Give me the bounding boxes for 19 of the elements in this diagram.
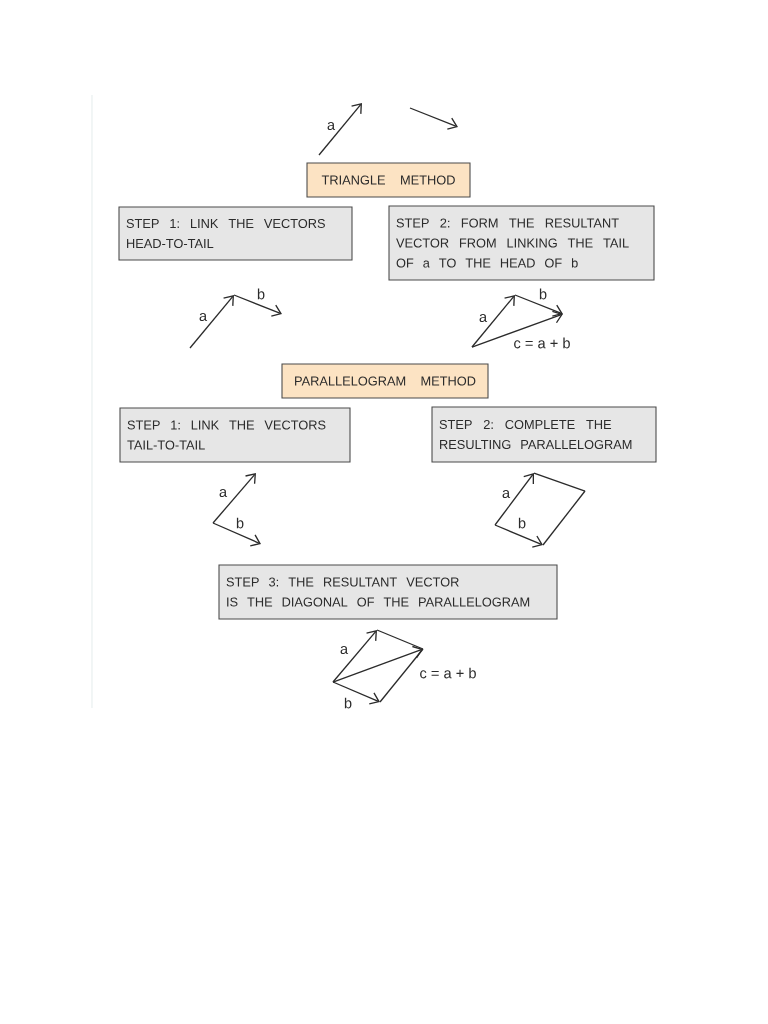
vector-label: a bbox=[219, 489, 228, 498]
step-box: STEP 3: THE RESULTANT VECTOR IS THE DIAGONAL OF THE PARALLELOGRAM bbox=[218, 564, 558, 620]
vector-label: b bbox=[344, 697, 352, 709]
resultant-label: c = a + b bbox=[420, 667, 476, 679]
vector-label: a bbox=[327, 122, 336, 130]
vector-label: a bbox=[502, 490, 511, 499]
step-box: STEP 2: FORM THE RESULTANT VECTOR FROM LINKING THE TAIL OF a TO THE HEAD OF b bbox=[388, 205, 655, 281]
vector-label: b bbox=[257, 288, 265, 300]
resultant-label: c = a + b bbox=[514, 337, 570, 349]
vector-label: a bbox=[340, 646, 349, 655]
vector-label: a bbox=[199, 313, 208, 321]
vector-label: b bbox=[236, 517, 244, 529]
vector-label: a bbox=[479, 314, 488, 322]
step-box: STEP 1: LINK THE VECTORS TAIL-TO-TAIL bbox=[119, 407, 351, 463]
step-box: STEP 2: COMPLETE THE RESULTING PARALLELOGRAM bbox=[431, 406, 657, 463]
vector-label: b bbox=[518, 517, 526, 529]
step-box: STEP 1: LINK THE VECTORS HEAD-TO-TAIL bbox=[118, 206, 353, 261]
method-title-box: PARALLELOGRAM METHOD bbox=[281, 363, 489, 399]
method-title-box: TRIANGLE METHOD bbox=[306, 162, 471, 198]
